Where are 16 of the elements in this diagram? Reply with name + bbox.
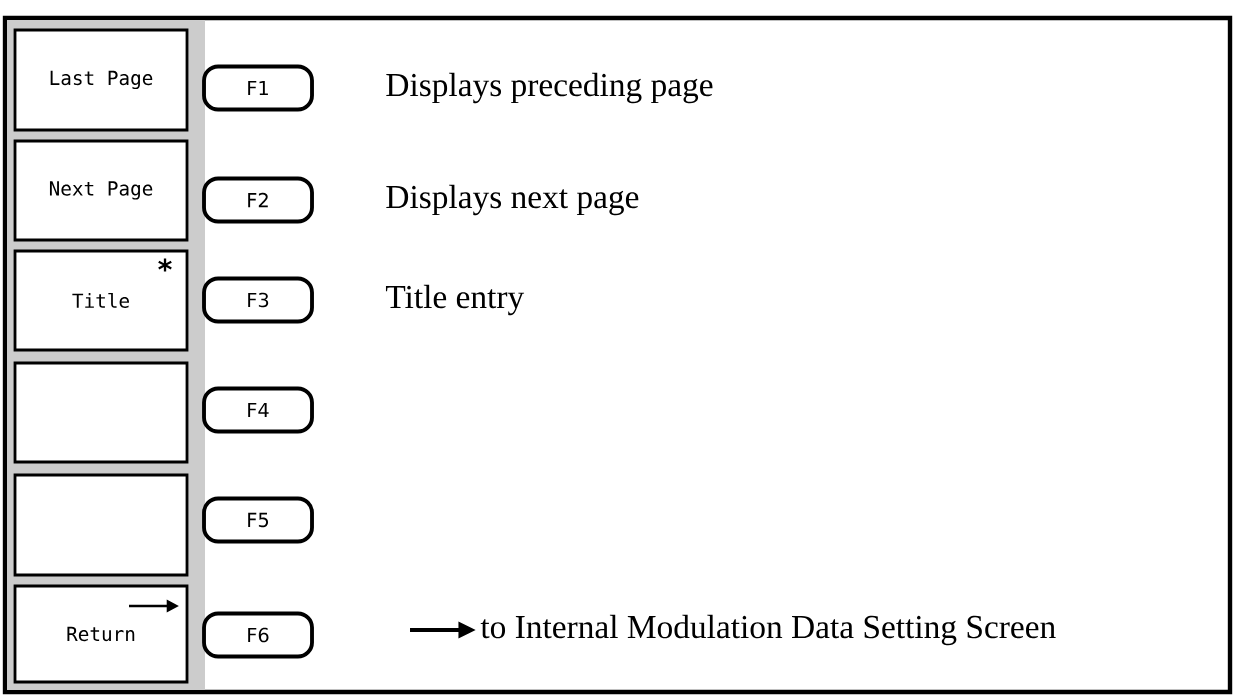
function-key: F1 [202, 64, 314, 112]
function-key: F3 [202, 276, 314, 324]
description-text: Title entry [385, 284, 525, 316]
function-key: F4 [202, 386, 314, 434]
description-text: to Internal Modulation Data Setting Screen [480, 614, 1056, 646]
soft-key-box [13, 473, 189, 577]
description-text: Displays preceding page [386, 72, 713, 104]
function-key: F6 [202, 611, 314, 659]
function-key: F5 [202, 496, 314, 544]
asterisk: * [158, 258, 172, 272]
function-key: F2 [202, 176, 314, 224]
soft-key-box: Last Page [13, 28, 189, 132]
soft-key-box: Next Page [13, 139, 189, 242]
soft-key-box: Return [13, 584, 189, 684]
soft-key-box [13, 361, 189, 464]
description-text: Displays next page [386, 184, 639, 216]
